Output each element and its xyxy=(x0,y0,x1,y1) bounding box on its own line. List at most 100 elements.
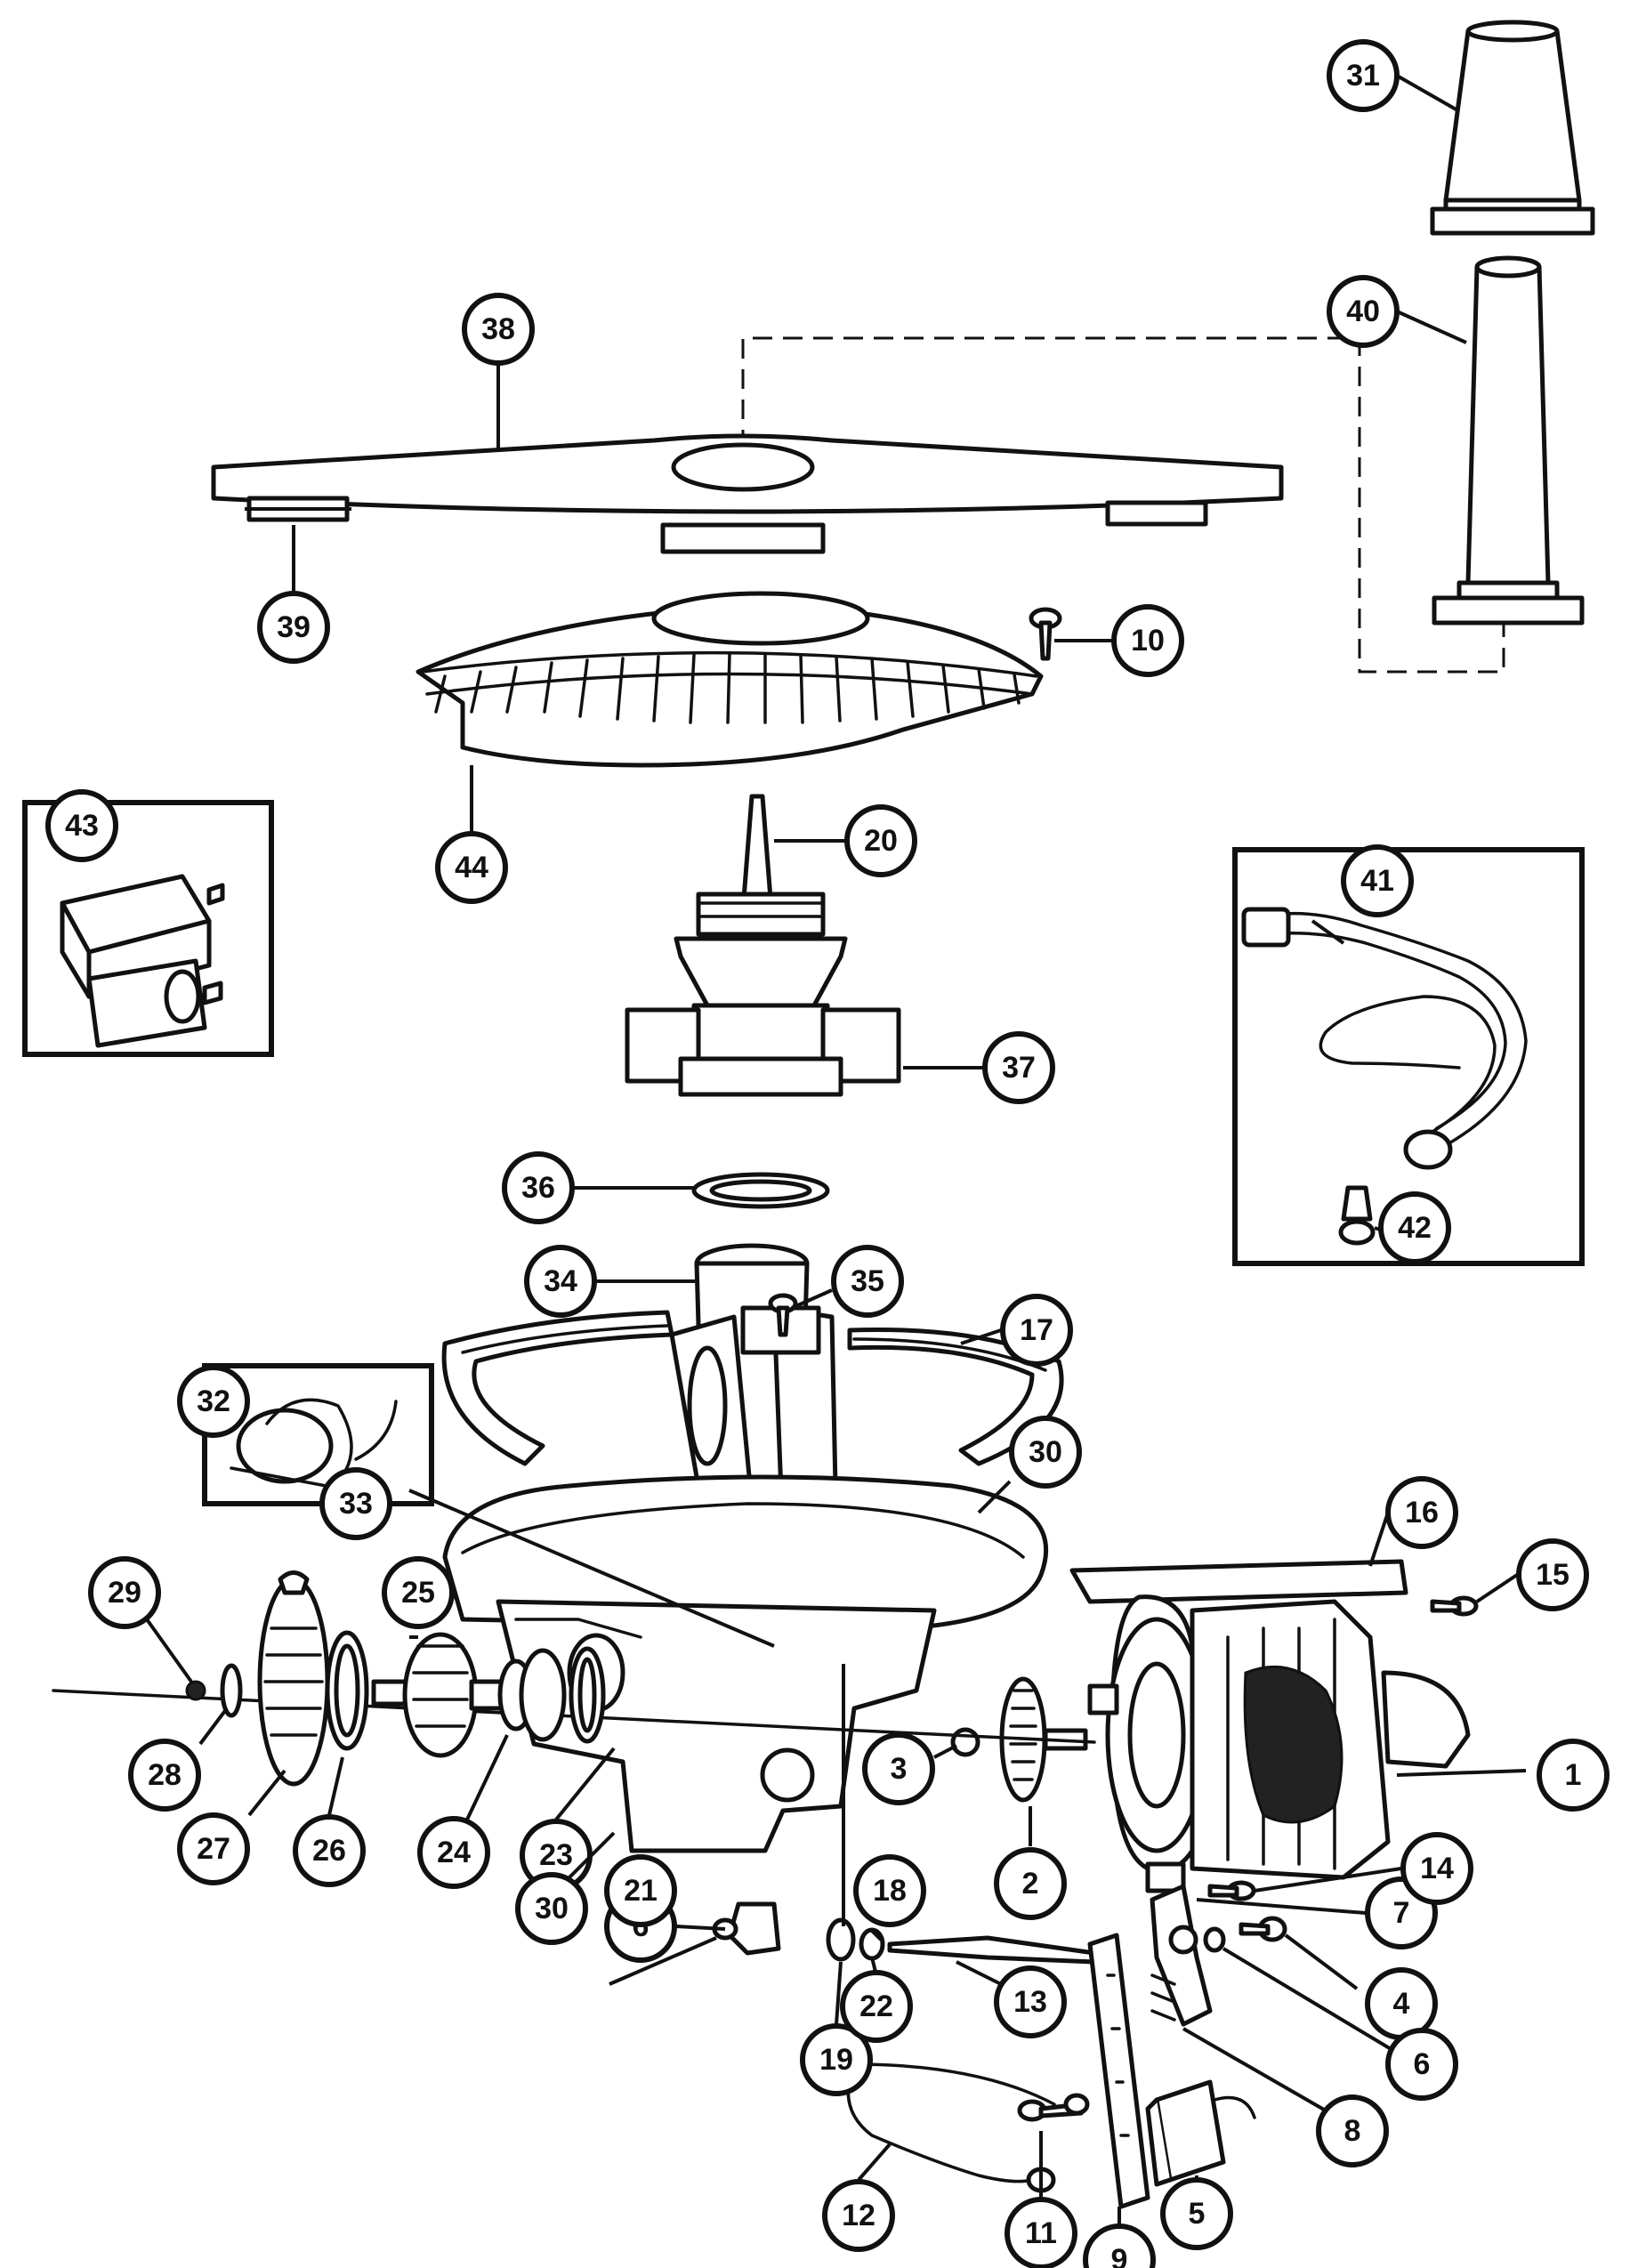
callout-label: 34 xyxy=(544,1264,577,1298)
part-gasket-17 xyxy=(441,1310,1064,1466)
callout-label: 39 xyxy=(277,610,311,644)
callout-label: 29 xyxy=(108,1576,141,1610)
callout-4: 4 xyxy=(1365,1967,1438,2040)
part-screw-15 xyxy=(1430,1595,1479,1617)
callout-30-lower-visible: 30 xyxy=(515,1831,616,1945)
callout-label: 10 xyxy=(1131,624,1165,658)
part-ring-26 xyxy=(325,1630,369,1751)
callout-label: 36 xyxy=(521,1171,555,1205)
callout-label: 25 xyxy=(401,1576,435,1610)
callout-20: 20 xyxy=(844,804,917,877)
part-tube-cap xyxy=(1430,20,1595,236)
callout-label: 6 xyxy=(1414,2047,1431,2081)
dashed-connector xyxy=(741,336,1505,674)
part-screw-35 xyxy=(768,1293,798,1337)
part-seal-24 xyxy=(497,1648,567,1742)
callout-3: 3 xyxy=(862,1732,935,1805)
callout-29: 29 xyxy=(88,1556,161,1629)
callout-label: 31 xyxy=(1346,59,1380,93)
callout-2: 2 xyxy=(994,1847,1067,1920)
callout-41: 41 xyxy=(1341,844,1414,917)
callout-35: 35 xyxy=(831,1245,904,1318)
callout-label: 33 xyxy=(339,1487,373,1521)
callout-15: 15 xyxy=(1516,1538,1589,1611)
callout-9: 9 xyxy=(1083,2224,1156,2268)
callout-13: 13 xyxy=(994,1965,1067,2038)
callout-label: 30 xyxy=(535,1892,569,1925)
callout-label: 27 xyxy=(197,1832,230,1866)
callout-8: 8 xyxy=(1316,2094,1389,2167)
callout-17: 17 xyxy=(1000,1294,1073,1367)
callout-label: 43 xyxy=(65,809,99,843)
callout-25: 25 xyxy=(382,1556,455,1629)
callout-label: 14 xyxy=(1420,1852,1454,1885)
callout-label: 15 xyxy=(1536,1558,1569,1592)
part-impeller-cover xyxy=(257,1570,330,1787)
part-ground-wire xyxy=(846,2062,1090,2193)
callout-1: 1 xyxy=(1537,1739,1610,1812)
callout-36: 36 xyxy=(502,1151,575,1224)
callout-37: 37 xyxy=(982,1031,1055,1104)
callout-label: 35 xyxy=(851,1264,884,1298)
callout-32: 32 xyxy=(177,1365,250,1438)
part-tube xyxy=(1432,255,1585,626)
part-lever xyxy=(1150,1884,1226,2027)
callout-label: 38 xyxy=(481,312,515,346)
callout-label: 19 xyxy=(819,2043,853,2077)
callout-label: 11 xyxy=(1025,2216,1057,2250)
callout-34: 34 xyxy=(524,1245,597,1318)
part-hose-box xyxy=(1232,847,1585,1266)
callout-label: 12 xyxy=(842,2199,875,2232)
part-screw-10 xyxy=(1029,607,1062,661)
callout-label: 17 xyxy=(1020,1313,1053,1347)
callout-label: 2 xyxy=(1022,1867,1039,1901)
callout-42: 42 xyxy=(1378,1191,1451,1264)
callout-label: 42 xyxy=(1398,1211,1432,1245)
part-seal-ring xyxy=(691,1172,830,1209)
callout-label: 21 xyxy=(624,1874,658,1908)
callout-label: 5 xyxy=(1189,2197,1206,2231)
part-washers xyxy=(826,1664,885,1962)
callout-39: 39 xyxy=(257,591,330,664)
callout-6-right: 6 xyxy=(1385,2028,1458,2101)
part-bracket-box xyxy=(202,1363,775,1648)
callout-31: 31 xyxy=(1327,39,1400,112)
callout-11: 11 xyxy=(1005,2197,1077,2268)
callout-22: 22 xyxy=(840,1970,913,2043)
part-pump-housing xyxy=(625,892,901,1097)
callout-12: 12 xyxy=(822,2179,895,2252)
callout-label: 20 xyxy=(864,824,898,858)
callout-label: 26 xyxy=(312,1834,346,1868)
callout-14: 14 xyxy=(1400,1832,1473,1905)
callout-label: 41 xyxy=(1360,864,1394,898)
part-motor xyxy=(1069,1559,1471,1893)
part-switch xyxy=(1145,2079,1256,2187)
callout-21: 21 xyxy=(604,1854,677,1927)
callout-label: 4 xyxy=(1393,1987,1410,2021)
callout-44: 44 xyxy=(435,831,508,904)
callout-label: 44 xyxy=(455,851,488,884)
callout-label: 23 xyxy=(539,1838,573,1872)
callout-24: 24 xyxy=(417,1816,490,1889)
callout-label: 18 xyxy=(873,1874,907,1908)
part-oring-23 xyxy=(569,1646,606,1744)
part-bracket-plate xyxy=(1087,1933,1150,2209)
callout-38: 38 xyxy=(462,293,535,366)
part-screw-29 xyxy=(185,1663,243,1718)
callout-27: 27 xyxy=(177,1812,250,1885)
callout-label: 9 xyxy=(1111,2243,1128,2268)
callout-label: 8 xyxy=(1344,2114,1361,2148)
part-sump xyxy=(442,1474,1049,1853)
callout-16: 16 xyxy=(1385,1476,1458,1549)
callout-label: 24 xyxy=(437,1836,471,1869)
part-nut xyxy=(950,1727,980,1757)
part-spindle xyxy=(741,794,773,901)
callout-40: 40 xyxy=(1327,275,1400,348)
part-rod xyxy=(887,1935,1097,1965)
callout-43: 43 xyxy=(45,789,118,862)
leader-lines xyxy=(145,74,1527,2224)
callout-label: 16 xyxy=(1405,1496,1439,1529)
callout-label: 37 xyxy=(1002,1051,1036,1085)
callout-10: 10 xyxy=(1111,604,1184,677)
